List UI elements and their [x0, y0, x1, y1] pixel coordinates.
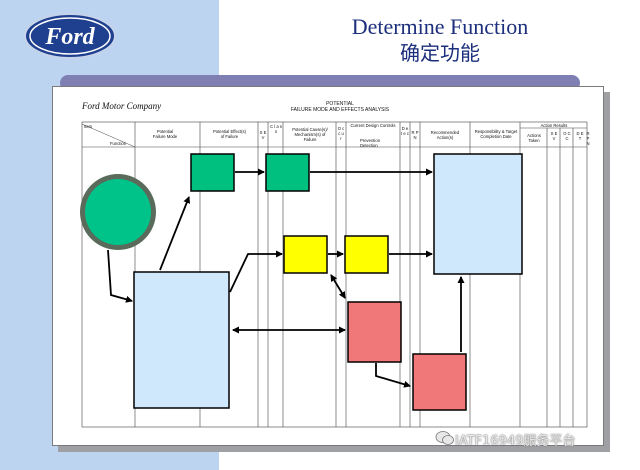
header-result-sev: S E V — [550, 131, 558, 141]
form-title-line1: POTENTIAL — [326, 101, 354, 107]
header-responsibility: Responsibility & Target Completion Date — [474, 129, 518, 139]
ford-logo: Ford — [0, 0, 219, 75]
header-effects: Potential Effect(s) of Failure — [213, 129, 246, 139]
header-occur: O c c u r — [337, 126, 345, 141]
header-controls: Current Design Controls — [350, 123, 396, 128]
slide-title-chinese: 确定功能 — [400, 41, 480, 65]
header-action-results: Action Results — [540, 123, 568, 128]
watermark-text: IATF16949服务平台 — [455, 434, 576, 449]
header-detec: D e t e c — [401, 126, 409, 136]
detection-control-box — [347, 301, 402, 363]
slide-title-english: Determine Function — [351, 14, 529, 39]
header-recommended-actions: Recommended Action(s) — [430, 130, 460, 140]
ford-logo-text: Ford — [44, 24, 95, 50]
arrow-mode-to-cause — [229, 250, 283, 293]
header-result-occ: O C C — [563, 131, 571, 141]
header-result-rpn: R P N — [586, 131, 590, 146]
cause-box — [283, 235, 328, 274]
header-class: C l a s s — [270, 124, 282, 134]
header-detection: Detection — [360, 143, 378, 148]
wechat-icon — [435, 431, 454, 445]
header-rpn: R P N — [411, 130, 419, 140]
rpn-box — [412, 353, 467, 411]
header-actions-taken: Actions Taken — [527, 133, 541, 143]
header-causes: Potential Cause(s)/ Mechanism(s) of Fail… — [292, 127, 328, 142]
header-result-det: D E T — [576, 131, 584, 141]
form-title: POTENTIAL FAILURE MODE AND EFFECTS ANALY… — [230, 101, 450, 113]
slide-title: Determine Function 确定功能 — [290, 14, 590, 66]
arrow-function-to-mode — [107, 249, 133, 303]
arrow-mode-to-effect — [159, 196, 191, 271]
function-circle — [85, 179, 151, 245]
header-sev: S E V — [259, 130, 267, 140]
severity-class-box — [265, 153, 310, 192]
failure-mode-box — [133, 271, 230, 409]
recommended-action-box — [433, 153, 523, 275]
arrow-detection-to-rpn — [375, 363, 411, 388]
company-name: Ford Motor Company — [82, 101, 162, 111]
header-failure-mode: Potential Failure Mode — [152, 129, 178, 139]
header-function: Function — [110, 141, 127, 146]
prevention-control-box — [344, 235, 389, 274]
arrow-cause-detection — [330, 274, 346, 299]
header-item: Item — [84, 124, 93, 129]
effect-box — [190, 153, 235, 192]
form-title-line2: FAILURE MODE AND EFFECTS ANALYSIS — [290, 107, 390, 113]
header-prevention: Prevention — [360, 138, 381, 143]
